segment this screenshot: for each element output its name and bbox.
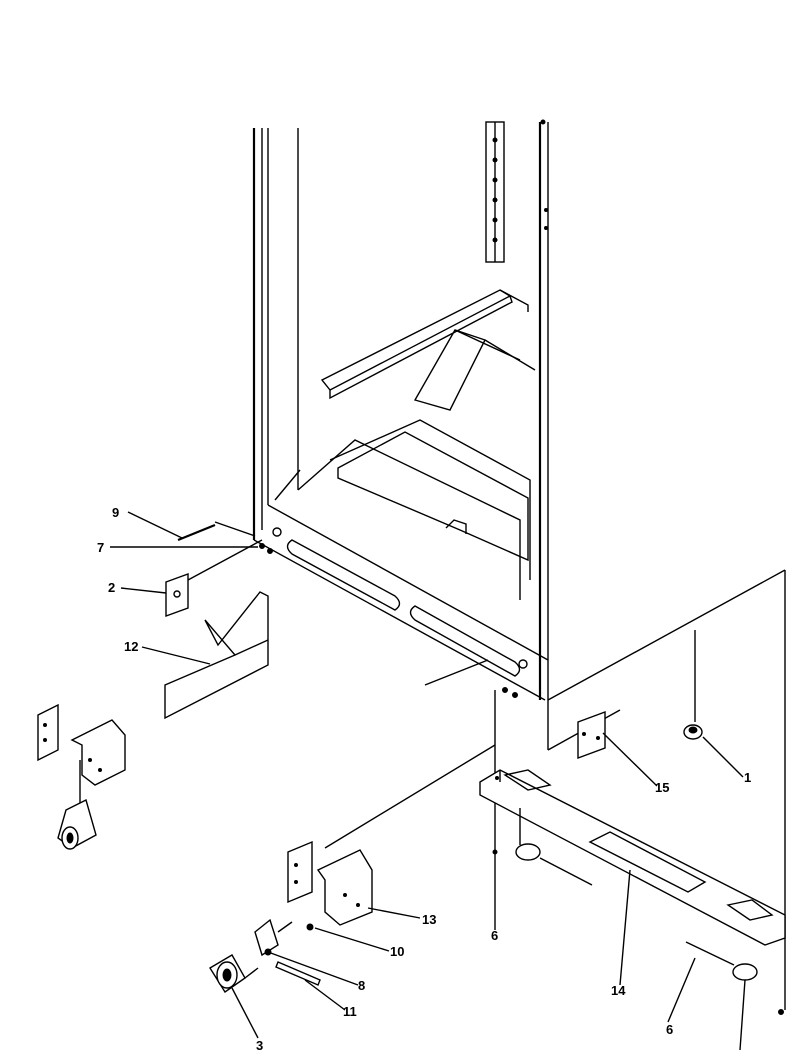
part-15-plate bbox=[577, 710, 606, 760]
callout-9: 9 bbox=[112, 505, 119, 520]
part-1-cap-nut bbox=[683, 630, 703, 740]
callout-2: 2 bbox=[108, 580, 115, 595]
part-10-nut bbox=[306, 923, 314, 931]
part-13-hinge-bracket bbox=[287, 744, 496, 926]
callout-12: 12 bbox=[124, 639, 138, 654]
callout-8: 8 bbox=[358, 978, 365, 993]
part-7-washers bbox=[259, 543, 273, 554]
leveling-leg-left bbox=[515, 808, 593, 886]
part-14-bottom-rail bbox=[479, 769, 786, 946]
part-6-screw-left bbox=[424, 659, 518, 930]
part-8-hinge-pin bbox=[254, 918, 293, 957]
leveling-leg-right bbox=[685, 941, 758, 1051]
callout-7: 7 bbox=[97, 540, 104, 555]
part-3-caster-wheel bbox=[209, 954, 259, 993]
part-9-screw bbox=[177, 521, 256, 542]
callout-labels: 9 7 2 12 1 15 13 10 8 11 3 6 14 6 bbox=[97, 505, 751, 1052]
callout-11: 11 bbox=[343, 1004, 357, 1019]
callout-6-right: 6 bbox=[666, 1022, 673, 1037]
part-11-screw bbox=[275, 961, 321, 986]
cabinet-shell bbox=[252, 119, 786, 1010]
part-2-bracket-plate bbox=[165, 539, 263, 617]
part-12-insulation-panel bbox=[164, 591, 269, 720]
rear-screw-dot bbox=[778, 1009, 784, 1015]
callout-13: 13 bbox=[422, 912, 436, 927]
leader-lines bbox=[110, 511, 744, 1039]
left-hinge-assembly bbox=[37, 703, 126, 850]
callout-10: 10 bbox=[390, 944, 404, 959]
callout-1: 1 bbox=[744, 770, 751, 785]
callout-15: 15 bbox=[655, 780, 669, 795]
callout-3: 3 bbox=[256, 1038, 263, 1052]
callout-6-left: 6 bbox=[491, 928, 498, 943]
callout-14: 14 bbox=[611, 983, 626, 998]
